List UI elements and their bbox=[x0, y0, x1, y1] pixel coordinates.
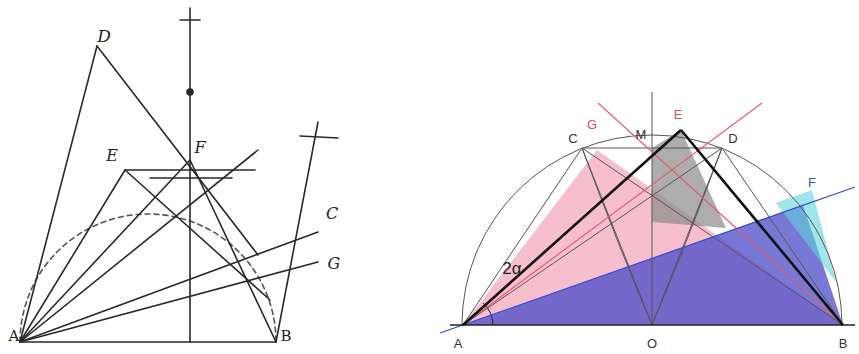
point-label: B bbox=[839, 337, 848, 350]
red-line bbox=[463, 103, 762, 325]
point-label: D bbox=[97, 28, 111, 45]
sketch-line bbox=[190, 160, 276, 342]
point-label: E bbox=[106, 148, 118, 164]
arc bbox=[582, 148, 652, 325]
sketch-line bbox=[20, 160, 190, 342]
point-label: M bbox=[636, 128, 647, 141]
sketch-line bbox=[150, 177, 232, 179]
point-label: G bbox=[587, 118, 597, 131]
sketch-line bbox=[20, 262, 318, 342]
sketch-line bbox=[20, 232, 318, 342]
sketch-dot bbox=[187, 89, 193, 95]
point-label: C bbox=[326, 206, 338, 222]
sketch-line bbox=[276, 122, 318, 342]
point-label: F bbox=[194, 140, 205, 156]
point-label: G bbox=[328, 256, 341, 272]
sketch-baseline bbox=[20, 341, 276, 343]
sketch-line bbox=[97, 46, 258, 255]
sketch-line bbox=[125, 169, 255, 171]
thick-side bbox=[681, 130, 843, 325]
segment bbox=[463, 148, 722, 325]
point-label: A bbox=[9, 329, 20, 344]
segment bbox=[582, 148, 652, 325]
point-label: O bbox=[647, 337, 657, 350]
vertical-axis bbox=[652, 92, 653, 325]
sketch-tick bbox=[180, 19, 200, 21]
segment bbox=[652, 148, 722, 325]
point-label: A bbox=[454, 337, 463, 350]
blue-line bbox=[440, 187, 855, 333]
thick-side bbox=[463, 130, 681, 325]
point-label: F bbox=[808, 176, 816, 189]
blue-triangle bbox=[463, 205, 843, 325]
point-label: B bbox=[280, 329, 291, 344]
baseline bbox=[450, 324, 855, 326]
point-label: 2α bbox=[502, 260, 521, 277]
sketch-line bbox=[20, 170, 125, 342]
point-label: E bbox=[674, 108, 683, 121]
arc bbox=[652, 148, 722, 325]
point-label: C bbox=[568, 132, 577, 145]
red-line bbox=[598, 103, 843, 325]
sketch-vertical bbox=[189, 8, 191, 342]
segment bbox=[463, 148, 582, 325]
construction-figure bbox=[440, 92, 855, 333]
sketch-tick bbox=[300, 136, 338, 138]
sketch-line bbox=[20, 150, 258, 342]
point-label: D bbox=[728, 132, 737, 145]
sketch-line bbox=[20, 46, 97, 342]
segment bbox=[722, 148, 843, 325]
hand-sketch bbox=[20, 8, 338, 342]
